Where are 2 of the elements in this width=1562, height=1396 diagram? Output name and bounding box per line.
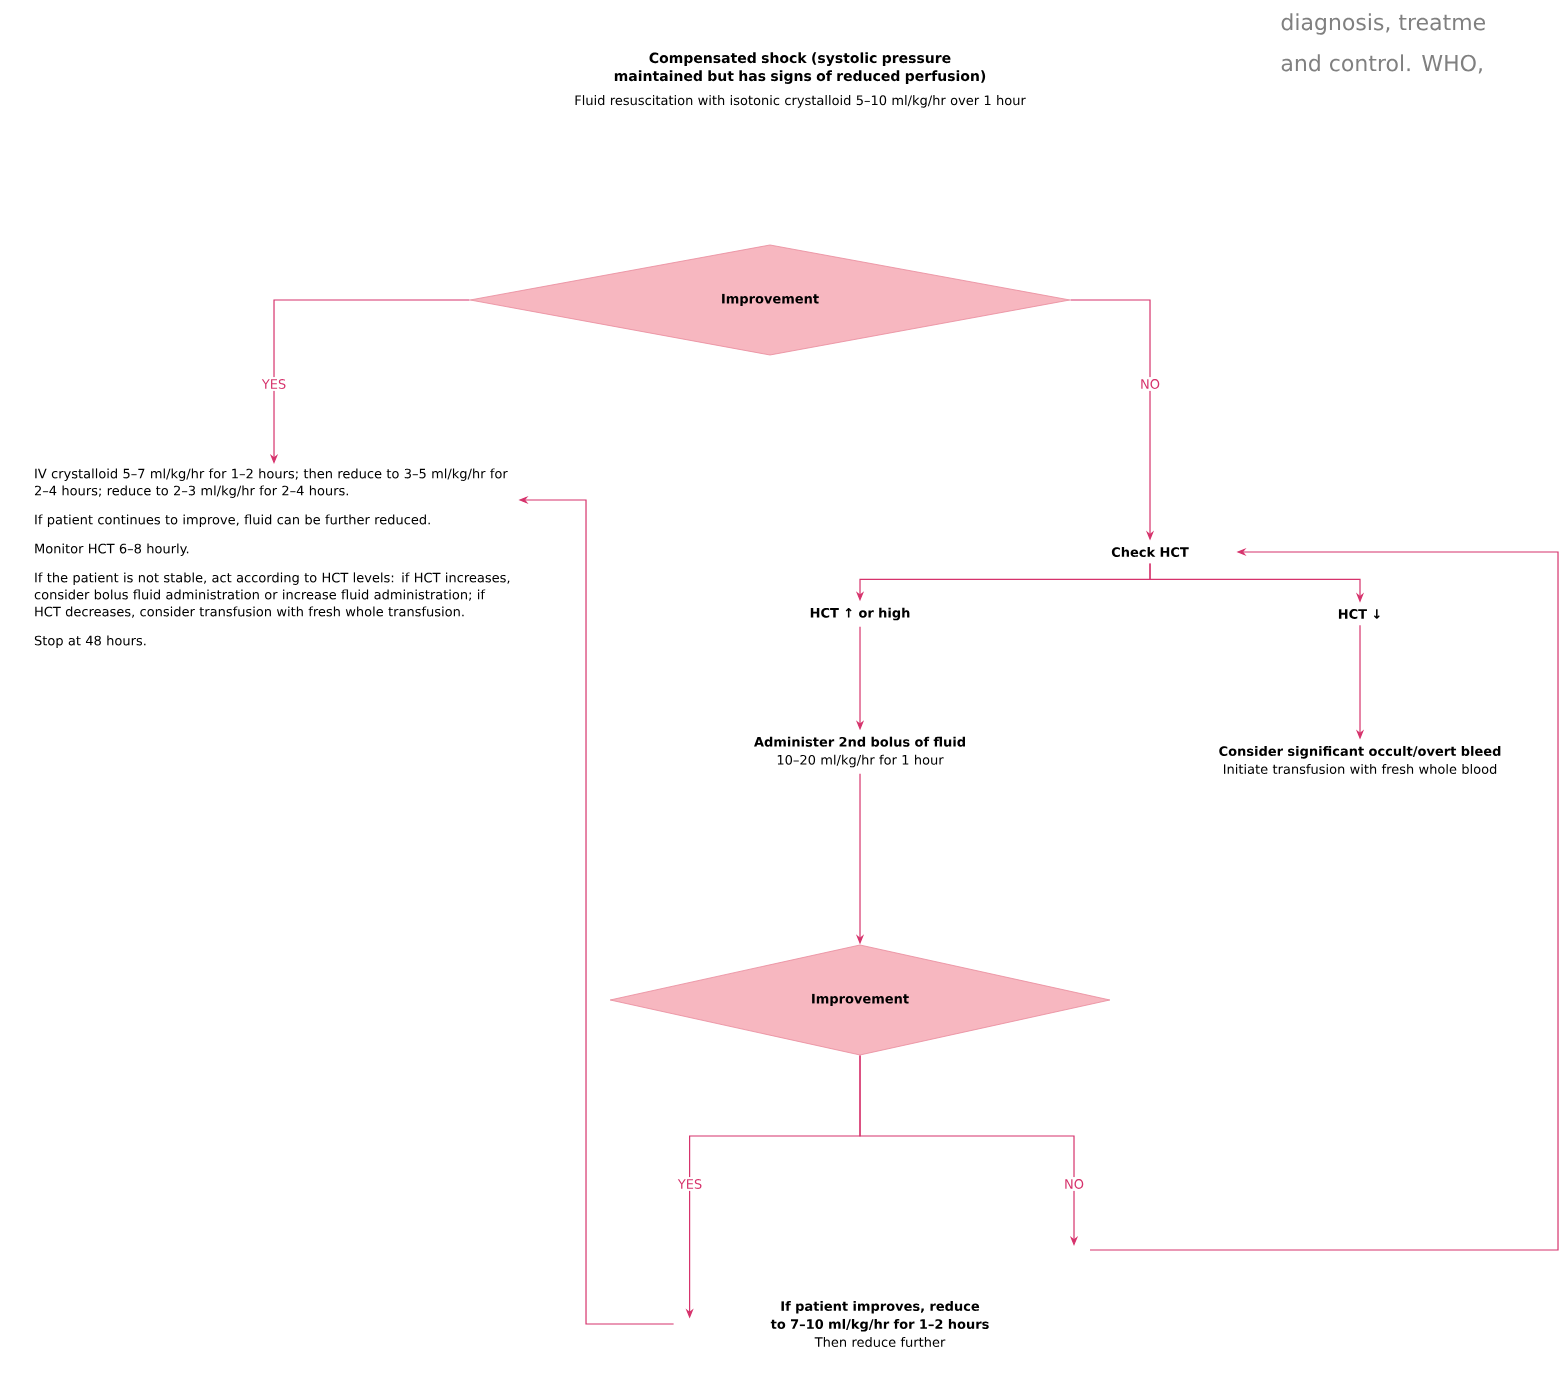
caption-text: diagnosis, treatme <box>1281 13 1485 35</box>
caption-text: and control. WHO, <box>1281 54 1482 74</box>
